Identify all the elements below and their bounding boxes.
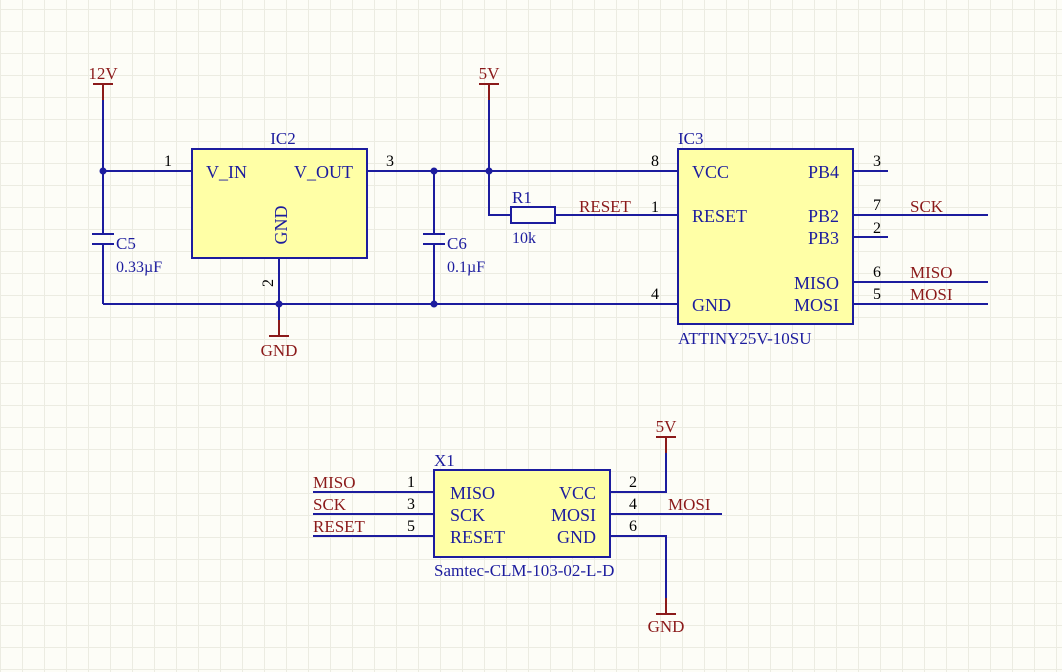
resistor-r1[interactable]: R1 10k RESET 1 xyxy=(510,188,659,247)
net-label-reset: RESET xyxy=(579,197,632,216)
ic2-pin-vin: V_IN xyxy=(206,162,247,182)
ic2-designator: IC2 xyxy=(270,129,296,148)
ground-port-x1: GND xyxy=(648,598,685,636)
ic2-pin-vout: V_OUT xyxy=(294,162,353,182)
r1-designator: R1 xyxy=(512,188,532,207)
junction-dot xyxy=(99,167,107,175)
junction-dot xyxy=(485,167,493,175)
ic3-pin-gnd: GND xyxy=(692,295,731,315)
c6-designator: C6 xyxy=(447,234,467,253)
net-label-miso: MISO xyxy=(910,263,953,282)
ic3-pin-pb3: PB3 xyxy=(808,228,839,248)
ic3-pin-number-1: 1 xyxy=(651,199,659,216)
c6-value: 0.1µF xyxy=(447,259,485,276)
x1-pin-vcc: VCC xyxy=(559,483,596,503)
x1-pin-number-1: 1 xyxy=(407,474,415,491)
ic3-pin-number-2: 2 xyxy=(873,220,881,237)
ic3-pin-vcc: VCC xyxy=(692,162,729,182)
c5-designator: C5 xyxy=(116,234,136,253)
wire-x1-vcc xyxy=(610,453,667,493)
ic2-pin-gnd: GND xyxy=(271,206,291,245)
power-label-12v: 12V xyxy=(88,64,118,83)
net-label-reset: RESET xyxy=(313,517,366,536)
ground-label: GND xyxy=(261,341,298,360)
junction-dot xyxy=(275,300,283,308)
power-label-5v: 5V xyxy=(656,417,678,436)
x1-pin-number-4: 4 xyxy=(629,496,637,513)
x1-pin-number-6: 6 xyxy=(629,518,637,535)
power-port-5v-top: 5V xyxy=(479,64,501,100)
x1-pin-mosi: MOSI xyxy=(551,505,596,525)
ic2-pin-number-2: 2 xyxy=(260,279,277,287)
net-label-mosi: MOSI xyxy=(668,495,711,514)
r1-body[interactable] xyxy=(510,206,556,224)
ic3-pin-number-6: 6 xyxy=(873,264,881,281)
x1-part-number: Samtec-CLM-103-02-L-D xyxy=(434,561,614,580)
x1-pin-number-3: 3 xyxy=(407,496,415,513)
net-label-sck: SCK xyxy=(313,495,347,514)
ic3-pin-number-3: 3 xyxy=(873,153,881,170)
ic3-pin-pb4: PB4 xyxy=(808,162,839,182)
ground-label: GND xyxy=(648,617,685,636)
ic2-pin-number-3: 3 xyxy=(386,153,394,170)
ic3-pin-number-5: 5 xyxy=(873,286,881,303)
wire-x1-gnd xyxy=(610,535,667,612)
c5-value: 0.33µF xyxy=(116,259,162,276)
junctions xyxy=(99,167,493,308)
ic3-part-number: ATTINY25V-10SU xyxy=(678,329,812,348)
wires xyxy=(102,100,988,612)
net-label-mosi: MOSI xyxy=(910,285,953,304)
net-label-miso: MISO xyxy=(313,473,356,492)
ic3-microcontroller[interactable]: IC3 ATTINY25V-10SU VCC RESET GND PB4 PB2… xyxy=(651,129,953,348)
ic3-pin-number-4: 4 xyxy=(651,286,659,303)
ic3-body[interactable] xyxy=(677,148,854,325)
junction-dot xyxy=(430,300,438,308)
r1-value: 10k xyxy=(512,230,536,247)
ic2-body[interactable] xyxy=(191,148,368,259)
power-label-5v: 5V xyxy=(479,64,501,83)
x1-connector[interactable]: X1 Samtec-CLM-103-02-L-D MISO SCK RESET … xyxy=(313,451,711,580)
ic3-pin-mosi: MOSI xyxy=(794,295,839,315)
ic2-regulator[interactable]: IC2 V_IN V_OUT GND 1 3 2 xyxy=(164,129,394,287)
x1-pin-reset: RESET xyxy=(450,527,505,547)
x1-pin-sck: SCK xyxy=(450,505,485,525)
power-port-12v: 12V xyxy=(88,64,118,100)
capacitor-c6[interactable]: C6 0.1µF xyxy=(423,233,485,276)
x1-pin-miso: MISO xyxy=(450,483,495,503)
ic3-designator: IC3 xyxy=(678,129,704,148)
ic3-pin-number-8: 8 xyxy=(651,153,659,170)
ic3-pin-reset: RESET xyxy=(692,206,747,226)
x1-pin-gnd: GND xyxy=(557,527,596,547)
wire-r1-left xyxy=(488,171,511,216)
ic3-pin-miso: MISO xyxy=(794,273,839,293)
power-port-5v-x1: 5V xyxy=(656,417,678,453)
ic3-pin-number-7: 7 xyxy=(873,197,881,214)
x1-body[interactable] xyxy=(433,469,611,558)
ic3-pin-pb2: PB2 xyxy=(808,206,839,226)
ground-port-top: GND xyxy=(261,320,298,360)
x1-designator: X1 xyxy=(434,451,455,470)
net-label-sck: SCK xyxy=(910,197,944,216)
x1-pin-number-5: 5 xyxy=(407,518,415,535)
ic2-pin-number-1: 1 xyxy=(164,153,172,170)
junction-dot xyxy=(430,167,438,175)
x1-pin-number-2: 2 xyxy=(629,474,637,491)
capacitor-c5[interactable]: C5 0.33µF xyxy=(92,233,162,276)
